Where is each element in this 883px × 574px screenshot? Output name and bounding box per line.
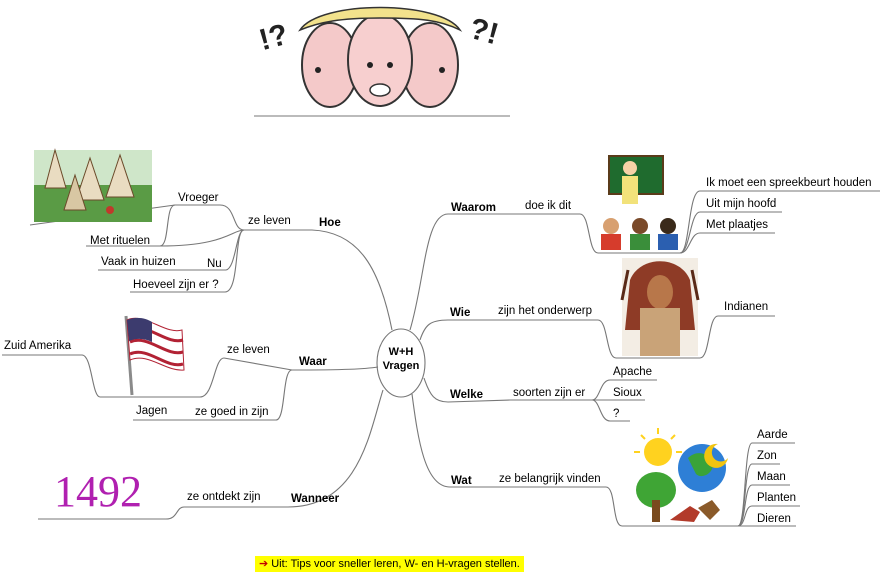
us-flag-illustration xyxy=(124,315,185,396)
hoe-item-rituelen[interactable]: Met rituelen xyxy=(90,235,151,247)
branch-wat[interactable]: Wat xyxy=(451,475,472,487)
welke-item-apache[interactable]: Apache xyxy=(613,366,653,378)
waar-connector xyxy=(291,366,379,371)
branch-waarom[interactable]: Waarom xyxy=(451,202,496,214)
branch-welke[interactable]: Welke xyxy=(450,389,484,401)
wanneer-sub[interactable]: ze ontdekt zijn xyxy=(187,491,261,503)
center-label-line2: Vragen xyxy=(382,360,420,372)
hoe-sub[interactable]: ze leven xyxy=(248,215,291,227)
wat-item-zon[interactable]: Zon xyxy=(757,450,777,462)
welke-connector xyxy=(423,377,449,403)
branch-wie[interactable]: Wie xyxy=(450,307,471,319)
hoe-item-vroeger[interactable]: Vroeger xyxy=(178,192,219,204)
earth-sun-tree-illustration xyxy=(634,428,728,522)
waarom-item-plaatjes[interactable]: Met plaatjes xyxy=(706,219,769,231)
svg-text:!?: !? xyxy=(256,18,292,57)
source-footnote: ➔Uit: Tips voor sneller leren, W- en H-v… xyxy=(255,556,524,572)
waarom-item-spreekbeurt[interactable]: Ik moet een spreekbeurt houden xyxy=(706,177,872,189)
arrow-right-icon: ➔ xyxy=(259,558,269,570)
center-node[interactable]: W+H Vragen xyxy=(379,345,423,373)
welke-item-sioux[interactable]: Sioux xyxy=(613,387,642,399)
teepee-village-illustration xyxy=(34,148,152,222)
waarom-sub[interactable]: doe ik dit xyxy=(525,200,572,212)
welke-item-question[interactable]: ? xyxy=(613,408,620,420)
wat-sub[interactable]: ze belangrijk vinden xyxy=(499,473,601,485)
center-node-outline xyxy=(376,328,426,398)
waarom-connector xyxy=(409,213,449,331)
wanneer-connector xyxy=(287,389,384,508)
source-footnote-text: Uit: Tips voor sneller leren, W- en H-vr… xyxy=(271,558,520,570)
center-label-line1: W+H xyxy=(388,346,414,358)
hoe-item-nu[interactable]: Nu xyxy=(207,258,222,270)
three-faces-illustration: !? ?! xyxy=(256,6,502,108)
branch-waar[interactable]: Waar xyxy=(299,356,327,368)
wat-item-aarde[interactable]: Aarde xyxy=(757,429,788,441)
svg-text:?!: ?! xyxy=(466,12,502,51)
branch-wanneer[interactable]: Wanneer xyxy=(291,493,340,505)
classroom-illustration xyxy=(601,155,678,250)
welke-sub[interactable]: soorten zijn er xyxy=(513,387,586,399)
hoe-item-huizen[interactable]: Vaak in huizen xyxy=(101,256,176,268)
wat-connector xyxy=(411,393,451,488)
hoe-item-hoeveel[interactable]: Hoeveel zijn er ? xyxy=(133,279,219,291)
waar-sub-leven[interactable]: ze leven xyxy=(227,344,270,356)
wat-item-planten[interactable]: Planten xyxy=(757,492,797,504)
wat-item-dieren[interactable]: Dieren xyxy=(757,513,791,525)
waar-item-jagen[interactable]: Jagen xyxy=(136,405,168,417)
wie-item-indianen[interactable]: Indianen xyxy=(724,301,769,313)
waar-item-zuid-amerika[interactable]: Zuid Amerika xyxy=(4,340,72,352)
branch-hoe[interactable]: Hoe xyxy=(319,217,341,229)
wie-connector xyxy=(419,319,449,341)
native-chief-illustration xyxy=(620,258,700,356)
waar-sub-goed[interactable]: ze goed in zijn xyxy=(195,406,269,418)
wat-item-maan[interactable]: Maan xyxy=(757,471,786,483)
wie-sub[interactable]: zijn het onderwerp xyxy=(498,305,592,317)
hoe-connector xyxy=(311,229,393,331)
waarom-item-hoofd[interactable]: Uit mijn hoofd xyxy=(706,198,777,210)
year-1492: 1492 xyxy=(54,467,142,516)
